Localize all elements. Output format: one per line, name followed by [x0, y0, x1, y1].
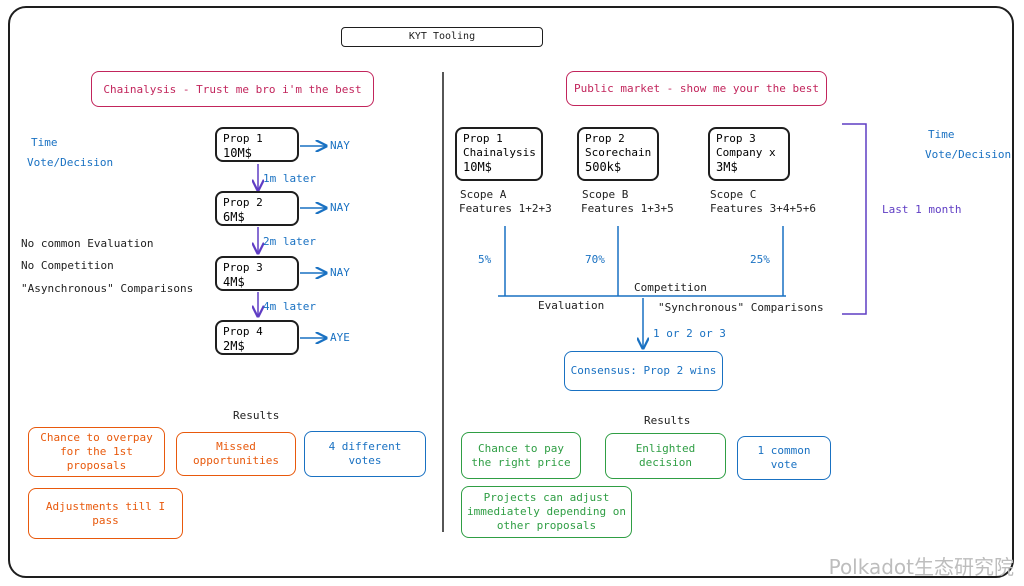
- prop-amount: 2M$: [223, 339, 245, 353]
- right-vote-label: Vote/Decision: [925, 148, 1012, 161]
- left-prop-4: Prop 4 2M$: [215, 320, 299, 355]
- scope-b: Scope B: [582, 188, 629, 201]
- result-missed: Missed opportunities: [176, 432, 296, 476]
- note-no-evaluation: No common Evaluation: [21, 237, 154, 250]
- consensus-box: Consensus: Prop 2 wins: [564, 351, 723, 391]
- left-vote-1: NAY: [330, 139, 350, 152]
- right-time-label: Time: [928, 128, 955, 141]
- prop-amount: 10M$: [463, 160, 492, 174]
- prop-amount: 6M$: [223, 210, 245, 224]
- result-missed-text: Missed opportunities: [192, 440, 280, 467]
- prop-amount: 500k$: [585, 160, 622, 174]
- note-async-comparisons: "Asynchronous" Comparisons: [21, 282, 194, 295]
- left-time-label: Time: [31, 136, 58, 149]
- result-right-price-text: Chance to pay the right price: [471, 441, 571, 469]
- consensus-text: Consensus: Prop 2 wins: [570, 364, 717, 377]
- scope-c: Scope C: [710, 188, 757, 201]
- result-common-vote-text: 1 common vote: [757, 444, 811, 471]
- result-enlighted-text: Enlighted decision: [635, 442, 696, 469]
- prop-name: Prop 3: [716, 132, 756, 145]
- pct-prop-1: 5%: [478, 253, 492, 266]
- result-enlighted: Enlighted decision: [605, 433, 726, 479]
- choice-label: 1 or 2 or 3: [653, 327, 726, 340]
- scope-a: Scope A: [460, 188, 507, 201]
- competition-label: Competition: [634, 281, 707, 294]
- prop-company: Company x: [716, 146, 776, 159]
- prop-amount: 3M$: [716, 160, 738, 174]
- prop-company: Chainalysis: [463, 146, 536, 159]
- prop-name: Prop 1: [223, 132, 263, 145]
- left-prop-1: Prop 1 10M$: [215, 127, 299, 162]
- left-vote-3: NAY: [330, 266, 350, 279]
- features-a: Features 1+2+3: [459, 202, 552, 215]
- prop-amount: 10M$: [223, 146, 252, 160]
- left-header-label: Chainalysis - Trust me bro i'm the best: [103, 82, 362, 96]
- pct-prop-2: 70%: [585, 253, 605, 266]
- left-header-box: Chainalysis - Trust me bro i'm the best: [91, 71, 374, 107]
- result-projects-adjust-text: Projects can adjust immediately dependin…: [467, 491, 626, 532]
- pct-prop-3: 25%: [750, 253, 770, 266]
- left-vote-2: NAY: [330, 201, 350, 214]
- left-vote-label: Vote/Decision: [27, 156, 114, 169]
- prop-name: Prop 4: [223, 325, 263, 338]
- prop-amount: 4M$: [223, 275, 245, 289]
- features-c: Features 3+4+5+6: [710, 202, 816, 215]
- period-bracket: [842, 123, 867, 315]
- prop-name: Prop 3: [223, 261, 263, 274]
- result-adjustments-text: Adjustments till I pass: [45, 499, 166, 527]
- right-header-label: Public market - show me your the best: [573, 82, 820, 95]
- result-adjustments: Adjustments till I pass: [28, 488, 183, 539]
- left-prop-2: Prop 2 6M$: [215, 191, 299, 226]
- right-header-box: Public market - show me your the best: [566, 71, 827, 106]
- sync-comparisons-label: "Synchronous" Comparisons: [658, 301, 824, 314]
- right-prop-1: Prop 1 Chainalysis 10M$: [455, 127, 543, 181]
- interval-label-3: 4m later: [263, 300, 316, 313]
- note-no-competition: No Competition: [21, 259, 114, 272]
- interval-label-2: 2m later: [263, 235, 316, 248]
- result-four-votes: 4 different votes: [304, 431, 426, 477]
- prop-name: Prop 1: [463, 132, 503, 145]
- left-results-label: Results: [233, 409, 280, 422]
- result-common-vote: 1 common vote: [737, 436, 831, 480]
- page-title: KYT Tooling: [341, 27, 543, 47]
- canvas-frame: [8, 6, 1014, 578]
- features-b: Features 1+3+5: [581, 202, 674, 215]
- left-vote-4: AYE: [330, 331, 350, 344]
- interval-label-1: 1m later: [263, 172, 316, 185]
- prop-name: Prop 2: [223, 196, 263, 209]
- prop-name: Prop 2: [585, 132, 625, 145]
- right-prop-3: Prop 3 Company x 3M$: [708, 127, 790, 181]
- result-overpay-text: Chance to overpay for the 1st proposals: [40, 431, 153, 472]
- watermark: Polkadot生态研究院: [828, 555, 1014, 579]
- evaluation-label: Evaluation: [538, 299, 605, 312]
- result-four-votes-text: 4 different votes: [328, 440, 402, 467]
- left-prop-3: Prop 3 4M$: [215, 256, 299, 291]
- result-projects-adjust: Projects can adjust immediately dependin…: [461, 486, 632, 538]
- right-results-label: Results: [644, 414, 691, 427]
- result-right-price: Chance to pay the right price: [461, 432, 581, 479]
- result-overpay: Chance to overpay for the 1st proposals: [28, 427, 165, 477]
- right-prop-2: Prop 2 Scorechain 500k$: [577, 127, 659, 181]
- period-label: Last 1 month: [882, 203, 962, 216]
- prop-company: Scorechain: [585, 146, 652, 159]
